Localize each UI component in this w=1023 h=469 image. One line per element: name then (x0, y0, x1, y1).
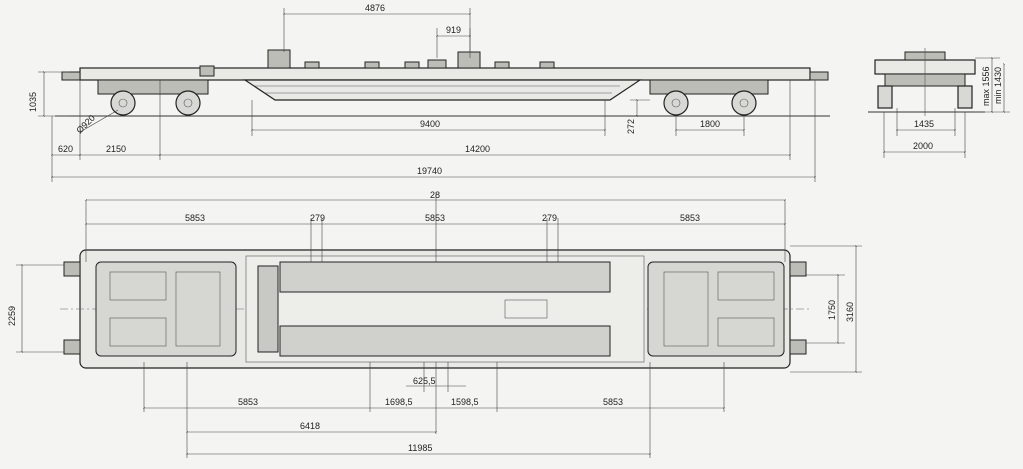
side-dim-620: 620 (58, 144, 73, 154)
plan-dim-3160: 3160 (845, 302, 855, 322)
plan-dim-5853-center: 5853 (425, 213, 445, 223)
end-dim-max: max 1556 (981, 66, 991, 106)
end-dim-1435: 1435 (914, 119, 934, 129)
plan-dim-1750: 1750 (827, 300, 837, 320)
side-dim-919: 919 (446, 25, 461, 35)
side-dim-14200: 14200 (465, 144, 490, 154)
side-dim-9400: 9400 (420, 119, 440, 129)
plan-dim-5853-bottom-left: 5853 (238, 397, 258, 407)
plan-dim-279-right: 279 (542, 213, 557, 223)
plan-dim-5853-right: 5853 (680, 213, 700, 223)
side-dim-19740: 19740 (417, 166, 442, 176)
plan-view: 28 5853 279 5853 279 5853 2259 1750 3160… (7, 190, 862, 458)
plan-dim-28: 28 (430, 190, 440, 200)
side-view: 4876 919 1035 272 Ø920 9400 1800 (28, 3, 830, 182)
plan-dim-1598-5: 1598,5 (451, 397, 479, 407)
side-dim-1035: 1035 (28, 92, 38, 112)
side-dim-2150: 2150 (106, 144, 126, 154)
plan-dim-6418: 6418 (300, 421, 320, 431)
side-dim-4876: 4876 (365, 3, 385, 13)
plan-dim-11985: 11985 (408, 443, 432, 453)
plan-dim-1698-5: 1698,5 (385, 397, 413, 407)
plan-dim-5853-left: 5853 (185, 213, 205, 223)
end-dim-2000: 2000 (913, 141, 933, 151)
plan-dim-2259: 2259 (7, 306, 17, 326)
end-view: max 1556 min 1430 1435 2000 (868, 48, 1010, 158)
end-dim-min: min 1430 (993, 67, 1003, 104)
plan-dim-625-5: 625,5 (413, 376, 436, 386)
plan-dim-279-left: 279 (310, 213, 325, 223)
plan-dim-5853-bottom-right: 5853 (603, 397, 623, 407)
side-dim-272: 272 (626, 119, 636, 134)
side-dim-1800: 1800 (700, 119, 720, 129)
